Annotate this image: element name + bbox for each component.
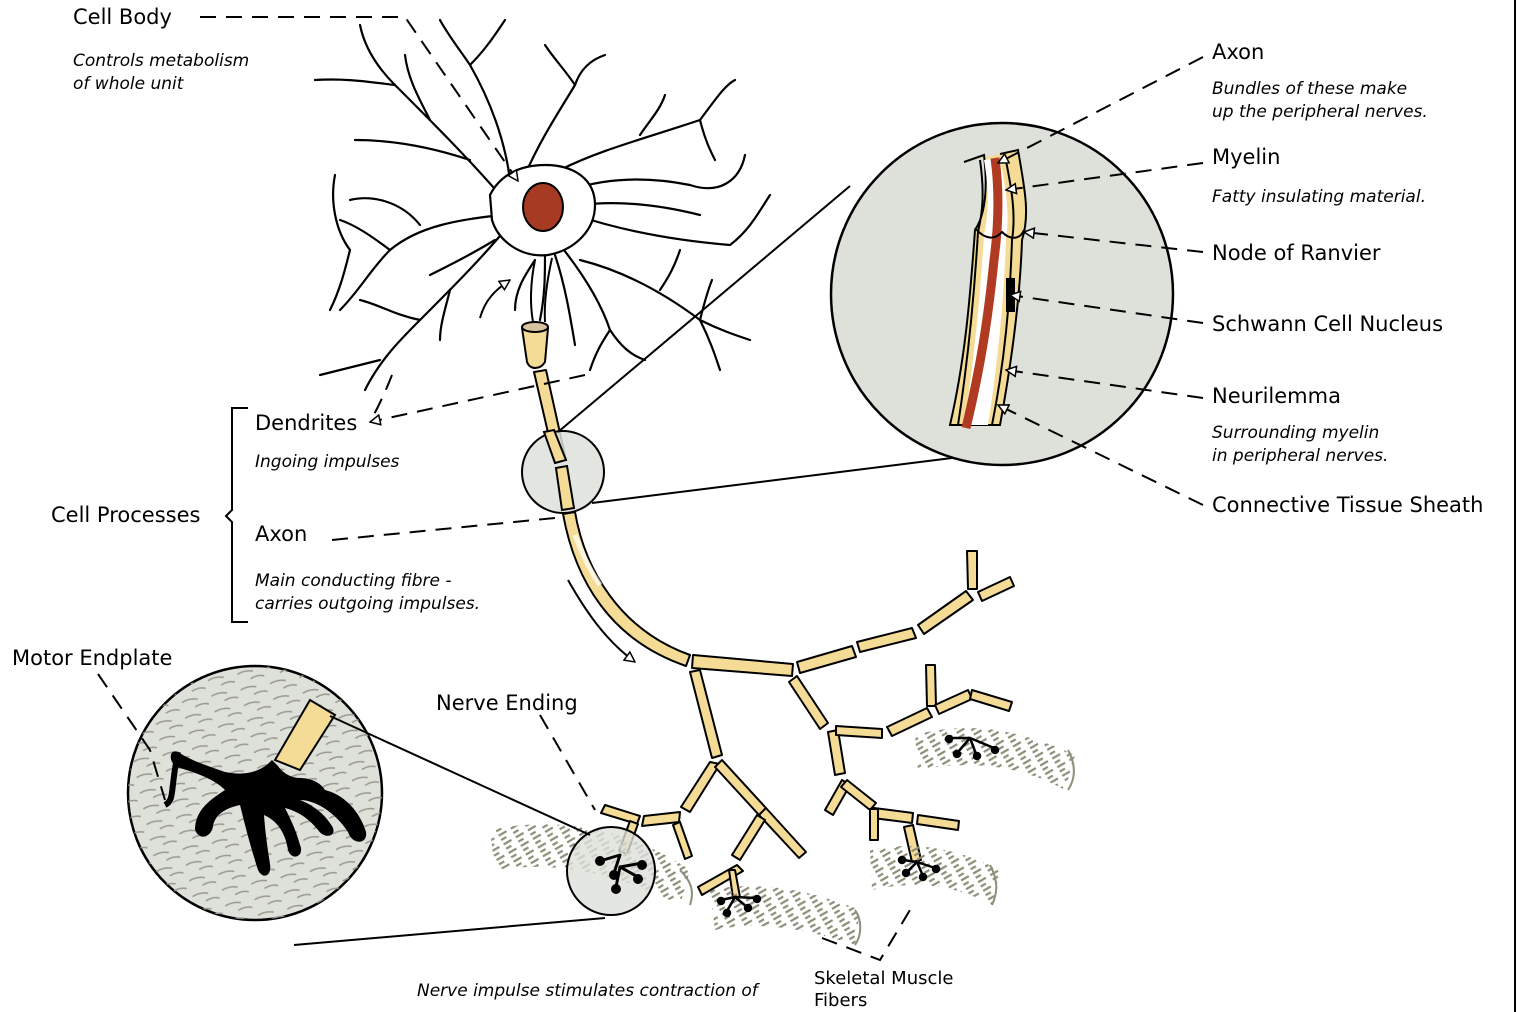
endplate-zoom-bottom (294, 918, 605, 945)
label-axon-right: Axon (1212, 40, 1264, 64)
label-cell-body: Cell Body (73, 5, 172, 29)
zoom-line-bottom (592, 452, 1000, 503)
label-axon-left: Axon (255, 522, 307, 546)
cell-processes-bracket (226, 408, 248, 622)
desc-cell-body-2: of whole unit (73, 73, 183, 96)
impulse-arrow-dendrite (480, 280, 510, 318)
label-skeletal-muscle-1: Skeletal Muscle (814, 968, 953, 990)
label-node-of-ranvier: Node of Ranvier (1212, 241, 1381, 265)
label-skeletal-muscle-2: Fibers (814, 990, 867, 1012)
caption-nerve-impulse: Nerve impulse stimulates contraction of (417, 980, 758, 1003)
desc-cell-body-1: Controls metabolism (73, 50, 249, 73)
label-neurilemma: Neurilemma (1212, 384, 1341, 408)
label-schwann-nucleus: Schwann Cell Nucleus (1212, 312, 1443, 336)
desc-dendrites: Ingoing impulses (255, 451, 399, 474)
label-nerve-ending: Nerve Ending (436, 691, 578, 715)
desc-neurilemma-1: Surrounding myelin (1212, 422, 1379, 445)
frame-edge (1514, 0, 1516, 1012)
endplate-detail (120, 660, 400, 940)
label-myelin: Myelin (1212, 145, 1280, 169)
desc-axon-right-2: up the peripheral nerves. (1212, 101, 1428, 124)
nucleus (523, 183, 563, 231)
desc-neurilemma-2: in peripheral nerves. (1212, 445, 1388, 468)
desc-axon-left-1: Main conducting fibre - (255, 570, 452, 593)
desc-axon-left-2: carries outgoing impulses. (255, 593, 480, 616)
label-connective-tissue: Connective Tissue Sheath (1212, 493, 1483, 517)
label-motor-endplate: Motor Endplate (12, 646, 172, 670)
label-dendrites: Dendrites (255, 411, 357, 435)
desc-axon-right-1: Bundles of these make (1212, 78, 1407, 101)
label-cell-processes: Cell Processes (51, 503, 200, 527)
desc-myelin: Fatty insulating material. (1212, 186, 1426, 209)
